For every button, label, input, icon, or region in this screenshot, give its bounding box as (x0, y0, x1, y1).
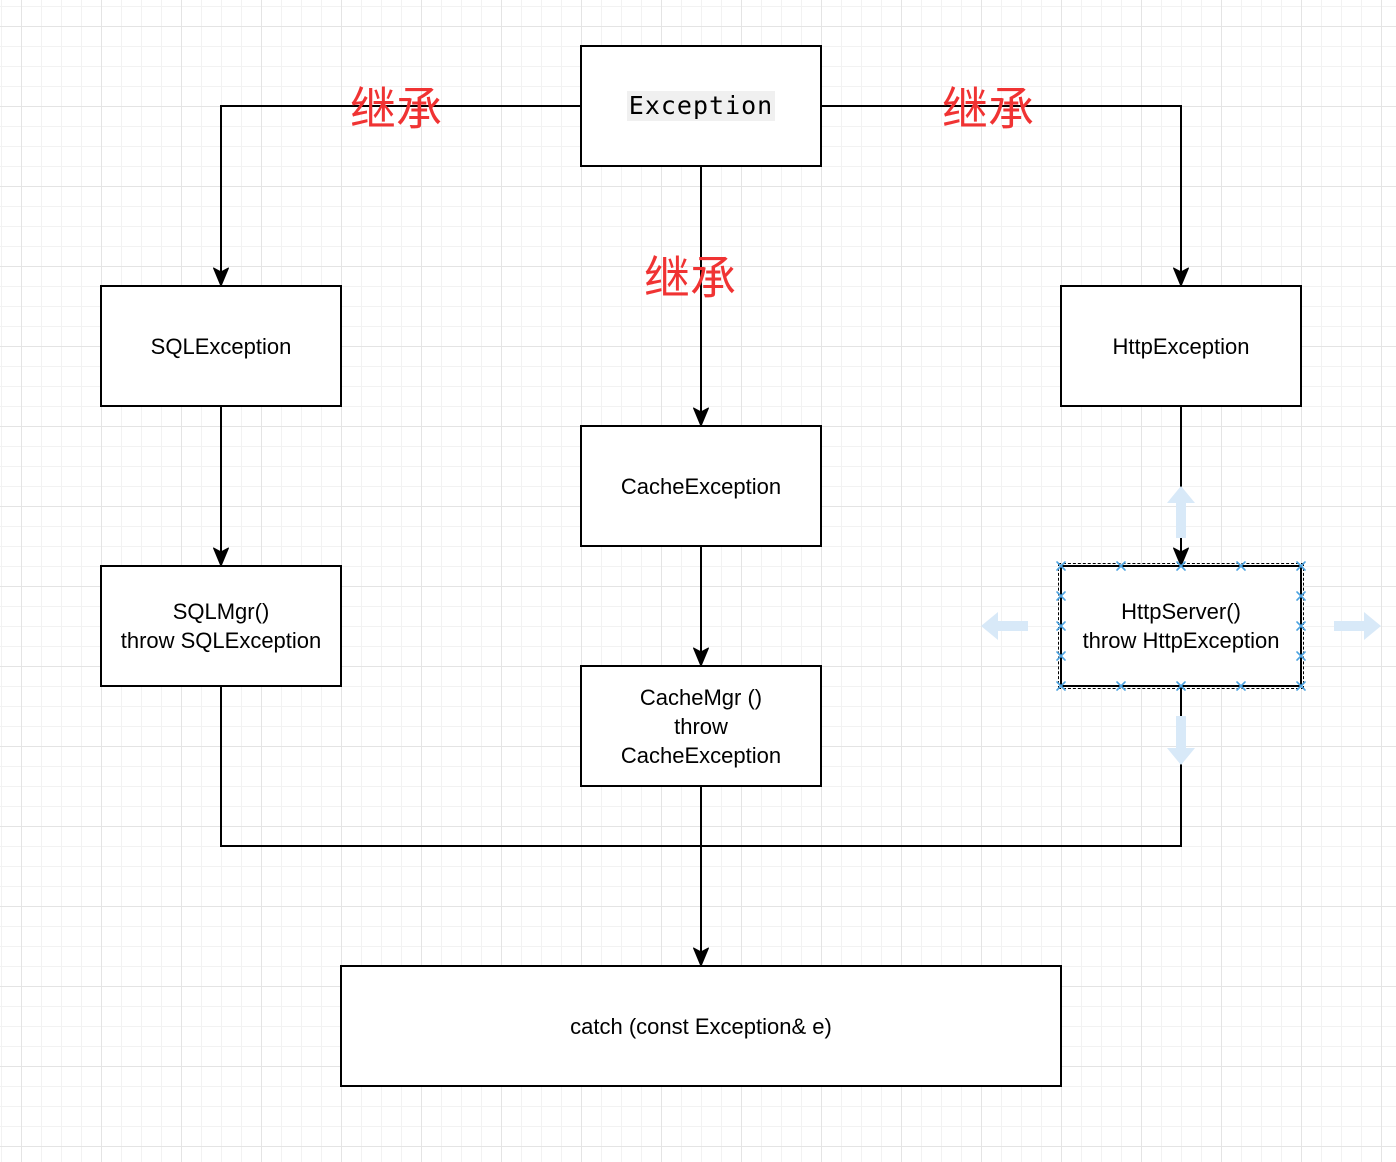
arrowhead-httpserver (1173, 547, 1189, 567)
node-cacheexception-label: CacheException (620, 473, 782, 499)
node-catch[interactable]: catch (const Exception& e) (340, 965, 1062, 1087)
node-sqlmgr[interactable]: SQLMgr() throw SQLException (100, 565, 342, 687)
arrowhead-sqlmgr (213, 547, 229, 567)
node-cacheexception[interactable]: CacheException (580, 425, 822, 547)
arrowhead-cacheexception (693, 407, 709, 427)
node-exception[interactable]: Exception (580, 45, 822, 167)
node-httpexception-label: HttpException (1112, 333, 1250, 359)
node-sqlmgr-label: SQLMgr() throw SQLException (120, 599, 322, 653)
arrowhead-cachemgr (693, 647, 709, 667)
node-sqlexception-label: SQLException (150, 333, 292, 359)
edge-sqlmgr-merge[interactable] (220, 686, 701, 847)
inherit-label-center: 继承 (644, 251, 736, 305)
hover-arrow-right-icon[interactable] (1334, 612, 1381, 640)
arrowhead-httpexception (1173, 267, 1189, 287)
node-httpexception[interactable]: HttpException (1060, 285, 1302, 407)
hover-arrow-up-icon[interactable] (1167, 486, 1195, 538)
hover-arrow-down-icon[interactable] (1167, 716, 1195, 765)
arrowhead-catch (693, 947, 709, 967)
inherit-label-left: 继承 (350, 82, 442, 136)
arrowhead-sqlexception (213, 267, 229, 287)
node-exception-label: Exception (626, 91, 776, 121)
node-httpserver[interactable]: HttpServer() throw HttpException (1060, 565, 1302, 687)
node-catch-label: catch (const Exception& e) (570, 1013, 832, 1039)
inherit-label-right: 继承 (942, 82, 1034, 136)
node-httpserver-label: HttpServer() throw HttpException (1082, 599, 1280, 653)
edge-exception-to-httpexception[interactable] (821, 105, 1182, 272)
node-sqlexception[interactable]: SQLException (100, 285, 342, 407)
node-cachemgr-label: CacheMgr () throw CacheException (620, 684, 782, 768)
edge-exception-to-sqlexception[interactable] (220, 105, 581, 272)
node-cachemgr[interactable]: CacheMgr () throw CacheException (580, 665, 822, 787)
hover-arrow-left-icon[interactable] (981, 612, 1028, 640)
